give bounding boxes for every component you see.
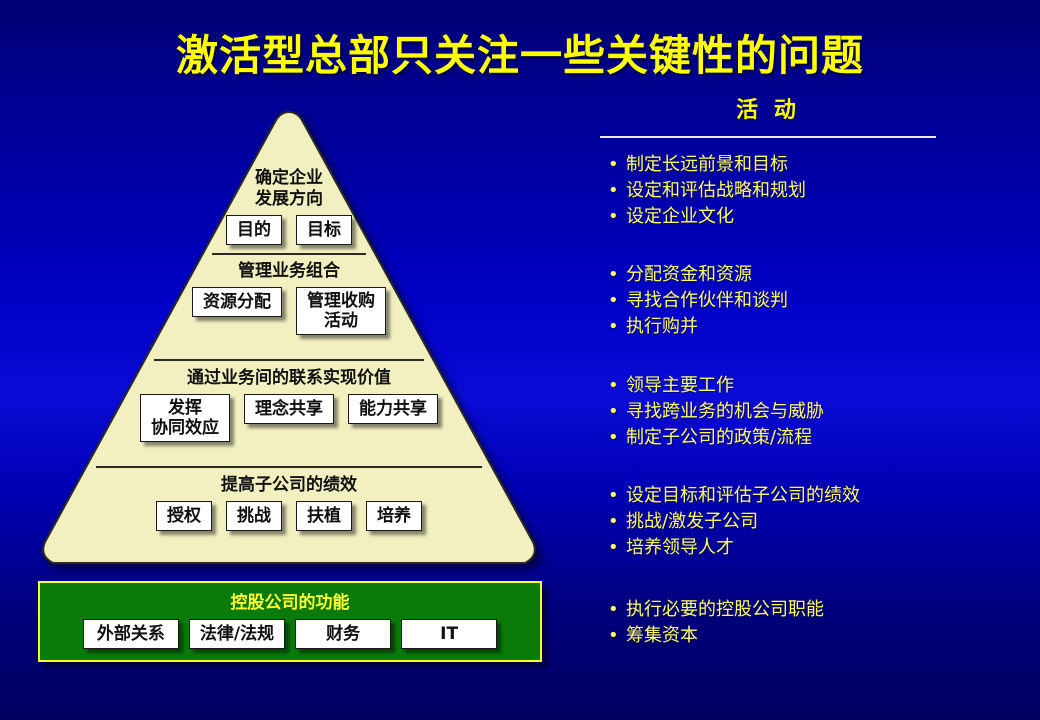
tier-1-title: 确定企业 发展方向	[36, 168, 542, 210]
tier-3-title: 通过业务间的联系实现价值	[187, 368, 391, 388]
tier-2-title: 管理业务组合	[238, 261, 340, 281]
holding-company-functions-box: 控股公司的功能 外部关系 法律/法规 财务 IT	[38, 581, 542, 662]
activities-column: 活 动 • 制定长远前景和目标 • 设定和评估战略和规划 • 设定企业文化 • 分配资金…	[600, 92, 1000, 649]
pyramid-body	[42, 110, 536, 564]
bullet-icon: •	[608, 375, 619, 396]
node-challenge[interactable]: 挑战	[226, 501, 282, 531]
node-purpose[interactable]: 目的	[226, 215, 282, 245]
tier-1-title-line2: 发展方向	[255, 189, 323, 209]
activity-text: 执行购并	[626, 316, 698, 337]
activity-text: 设定和评估战略和规划	[626, 180, 806, 201]
activity-text: 寻找跨业务的机会与威胁	[626, 401, 824, 422]
tier-2-nodes: 资源分配 管理收购 活动	[36, 287, 542, 335]
green-box-title: 控股公司的功能	[230, 593, 350, 613]
activity-item: • 筹集资本	[600, 623, 1000, 649]
activities-group-1: • 制定长远前景和目标 • 设定和评估战略和规划 • 设定企业文化	[600, 152, 1000, 230]
activity-item: • 执行购并	[600, 314, 1000, 340]
node-finance[interactable]: 财务	[295, 619, 392, 649]
activity-text: 培养领导人才	[626, 537, 734, 558]
bullet-icon: •	[608, 599, 619, 620]
activity-text: 领导主要工作	[626, 375, 734, 396]
pyramid-tier-3: 通过业务间的联系实现价值 发挥 协同效应 理念共享 能力共享	[36, 368, 542, 442]
node-synergy-line2: 协同效应	[151, 418, 219, 438]
page-title: 激活型总部只关注一些关键性的问题	[175, 31, 864, 80]
activity-item: • 培养领导人才	[600, 535, 1000, 561]
node-shared-concepts[interactable]: 理念共享	[244, 394, 334, 424]
activity-text: 设定目标和评估子公司的绩效	[626, 485, 860, 506]
activity-text: 筹集资本	[626, 625, 698, 646]
bullet-icon: •	[608, 154, 619, 175]
pyramid-tier-1: 确定企业 发展方向 目的 目标	[36, 168, 542, 245]
activity-item: • 领导主要工作	[600, 373, 1000, 399]
activity-text: 执行必要的控股公司职能	[626, 599, 824, 620]
pyramid-tier-4: 提高子公司的绩效 授权 挑战 扶植 培养	[36, 475, 542, 531]
activities-divider	[600, 136, 936, 138]
activity-item: • 设定目标和评估子公司的绩效	[600, 483, 1000, 509]
activities-group-2: • 分配资金和资源 • 寻找合作伙伴和谈判 • 执行购并	[600, 262, 1000, 340]
node-shared-capabilities[interactable]: 能力共享	[348, 394, 438, 424]
activities-group-5: • 执行必要的控股公司职能 • 筹集资本	[600, 597, 1000, 649]
activities-group-3: • 领导主要工作 • 寻找跨业务的机会与威胁 • 制定子公司的政策/流程	[600, 373, 1000, 451]
node-objective[interactable]: 目标	[296, 215, 352, 245]
activity-item: • 设定企业文化	[600, 204, 1000, 230]
node-manage-acquisitions-line2: 活动	[324, 311, 358, 331]
bullet-icon: •	[608, 625, 619, 646]
activity-text: 分配资金和资源	[626, 264, 752, 285]
activity-item: • 挑战/激发子公司	[600, 509, 1000, 535]
activities-heading: 活 动	[736, 98, 800, 123]
green-box-nodes: 外部关系 法律/法规 财务 IT	[40, 619, 540, 649]
node-external-relations[interactable]: 外部关系	[82, 619, 179, 649]
tier-1-nodes: 目的 目标	[36, 215, 542, 245]
tier-1-title-line1: 确定企业	[255, 168, 323, 188]
activities-group-4: • 设定目标和评估子公司的绩效 • 挑战/激发子公司 • 培养领导人才	[600, 483, 1000, 561]
activity-text: 制定子公司的政策/流程	[626, 427, 813, 448]
activity-item: • 制定子公司的政策/流程	[600, 425, 1000, 451]
activity-text: 设定企业文化	[626, 206, 734, 227]
node-support[interactable]: 扶植	[296, 501, 352, 531]
node-legal-regulatory[interactable]: 法律/法规	[188, 619, 286, 649]
node-empower[interactable]: 授权	[156, 501, 212, 531]
tier-4-title: 提高子公司的绩效	[221, 475, 357, 495]
bullet-icon: •	[608, 264, 619, 285]
pyramid-shape-svg	[42, 110, 536, 564]
activity-text: 挑战/激发子公司	[626, 511, 759, 532]
activity-item: • 执行必要的控股公司职能	[600, 597, 1000, 623]
node-it[interactable]: IT	[401, 619, 498, 649]
activity-item: • 寻找合作伙伴和谈判	[600, 288, 1000, 314]
pyramid-diagram: 确定企业 发展方向 目的 目标 管理业务组合 资源分配 管理收购 活动 通过业务…	[36, 108, 542, 570]
node-synergy[interactable]: 发挥 协同效应	[140, 394, 230, 442]
node-resource-allocation[interactable]: 资源分配	[192, 287, 282, 317]
tier-4-nodes: 授权 挑战 扶植 培养	[36, 501, 542, 531]
bullet-icon: •	[608, 290, 619, 311]
activity-item: • 制定长远前景和目标	[600, 152, 1000, 178]
node-manage-acquisitions-line1: 管理收购	[307, 291, 375, 311]
bullet-icon: •	[608, 485, 619, 506]
activity-item: • 寻找跨业务的机会与威胁	[600, 399, 1000, 425]
activity-text: 寻找合作伙伴和谈判	[626, 290, 788, 311]
bullet-icon: •	[608, 427, 619, 448]
bullet-icon: •	[608, 316, 619, 337]
bullet-icon: •	[608, 511, 619, 532]
node-synergy-line1: 发挥	[168, 398, 202, 418]
tier-3-nodes: 发挥 协同效应 理念共享 能力共享	[36, 394, 542, 442]
activity-item: • 分配资金和资源	[600, 262, 1000, 288]
bullet-icon: •	[608, 206, 619, 227]
activity-item: • 设定和评估战略和规划	[600, 178, 1000, 204]
activity-text: 制定长远前景和目标	[626, 154, 788, 175]
node-manage-acquisitions[interactable]: 管理收购 活动	[296, 287, 386, 335]
pyramid-tier-2: 管理业务组合 资源分配 管理收购 活动	[36, 261, 542, 335]
bullet-icon: •	[608, 401, 619, 422]
bullet-icon: •	[608, 537, 619, 558]
node-develop[interactable]: 培养	[366, 501, 422, 531]
bullet-icon: •	[608, 180, 619, 201]
